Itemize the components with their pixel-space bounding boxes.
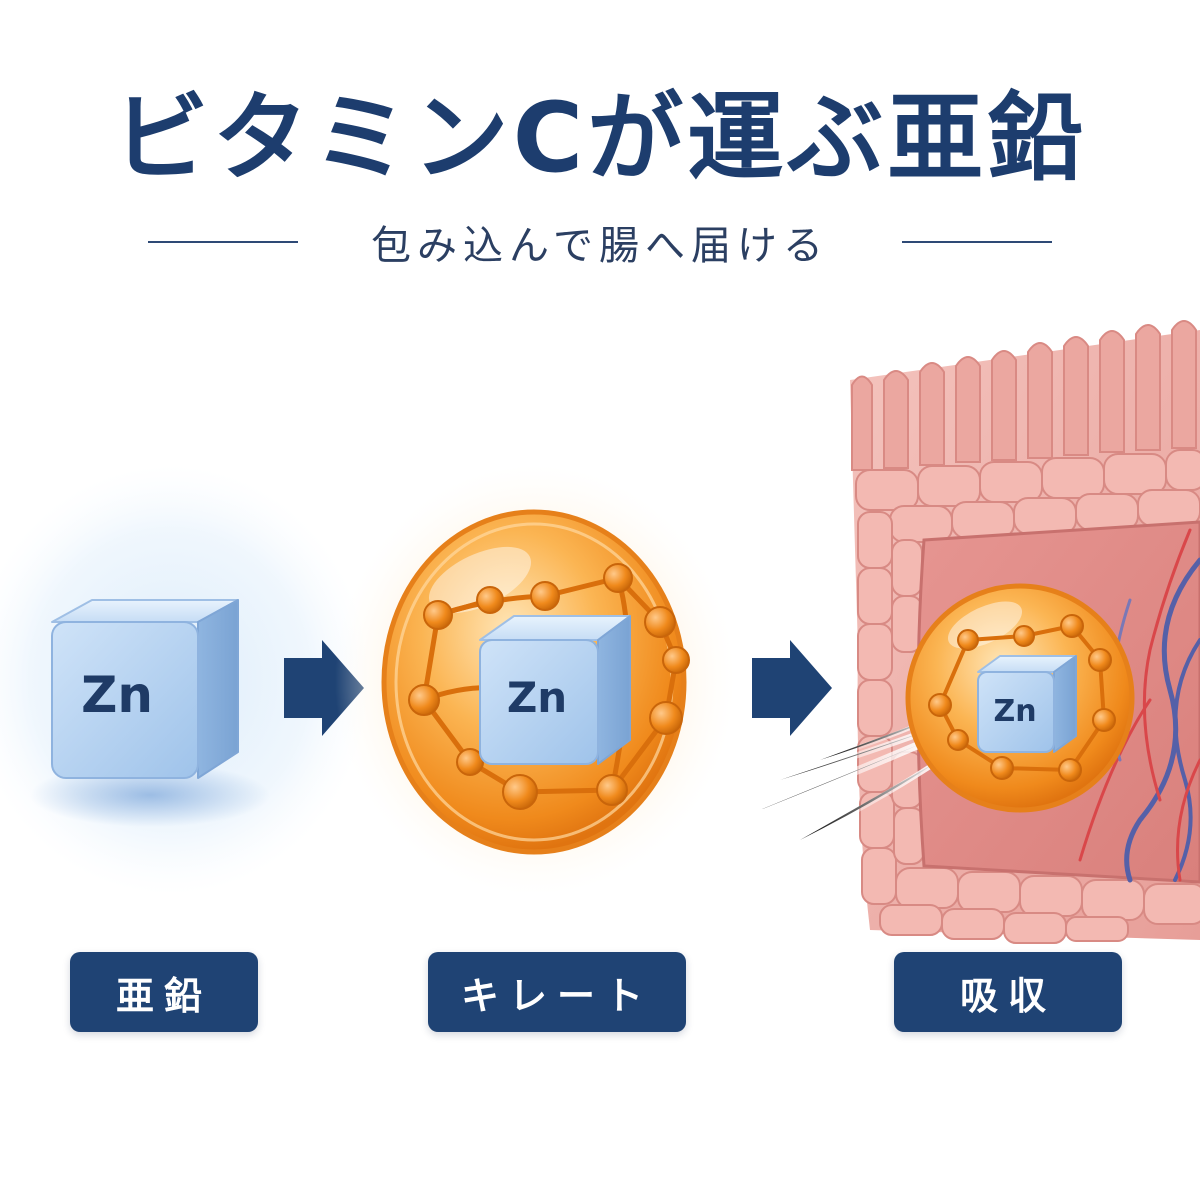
zinc-cube-icon: Zn — [30, 599, 270, 827]
zinc-symbol-2: Zn — [507, 673, 567, 722]
page-subtitle: 包み込んで腸へ届ける — [371, 223, 829, 269]
arrow-right-icon — [752, 640, 832, 736]
subtitle-row: 包み込んで腸へ届ける — [148, 214, 1052, 270]
subtitle-left-rule — [148, 241, 298, 243]
step-label-absorption: 吸収 — [894, 952, 1122, 1032]
step-label-text: キレート — [460, 973, 653, 1018]
step-label-text: 亜鉛 — [115, 973, 212, 1018]
arrow-right-icon — [284, 640, 364, 736]
intestine-wall-icon: Zn — [756, 320, 1200, 944]
subtitle-right-rule — [902, 241, 1052, 243]
step-label-zinc: 亜鉛 — [70, 952, 258, 1032]
step-label-chelate: キレート — [428, 952, 686, 1032]
zinc-symbol-1: Zn — [81, 666, 153, 724]
zinc-symbol-3: Zn — [993, 694, 1036, 729]
page-title: ビタミンCが運ぶ亜鉛 — [112, 82, 1088, 194]
chelate-sphere-icon: Zn — [381, 509, 690, 855]
step-label-text: 吸収 — [959, 973, 1056, 1018]
